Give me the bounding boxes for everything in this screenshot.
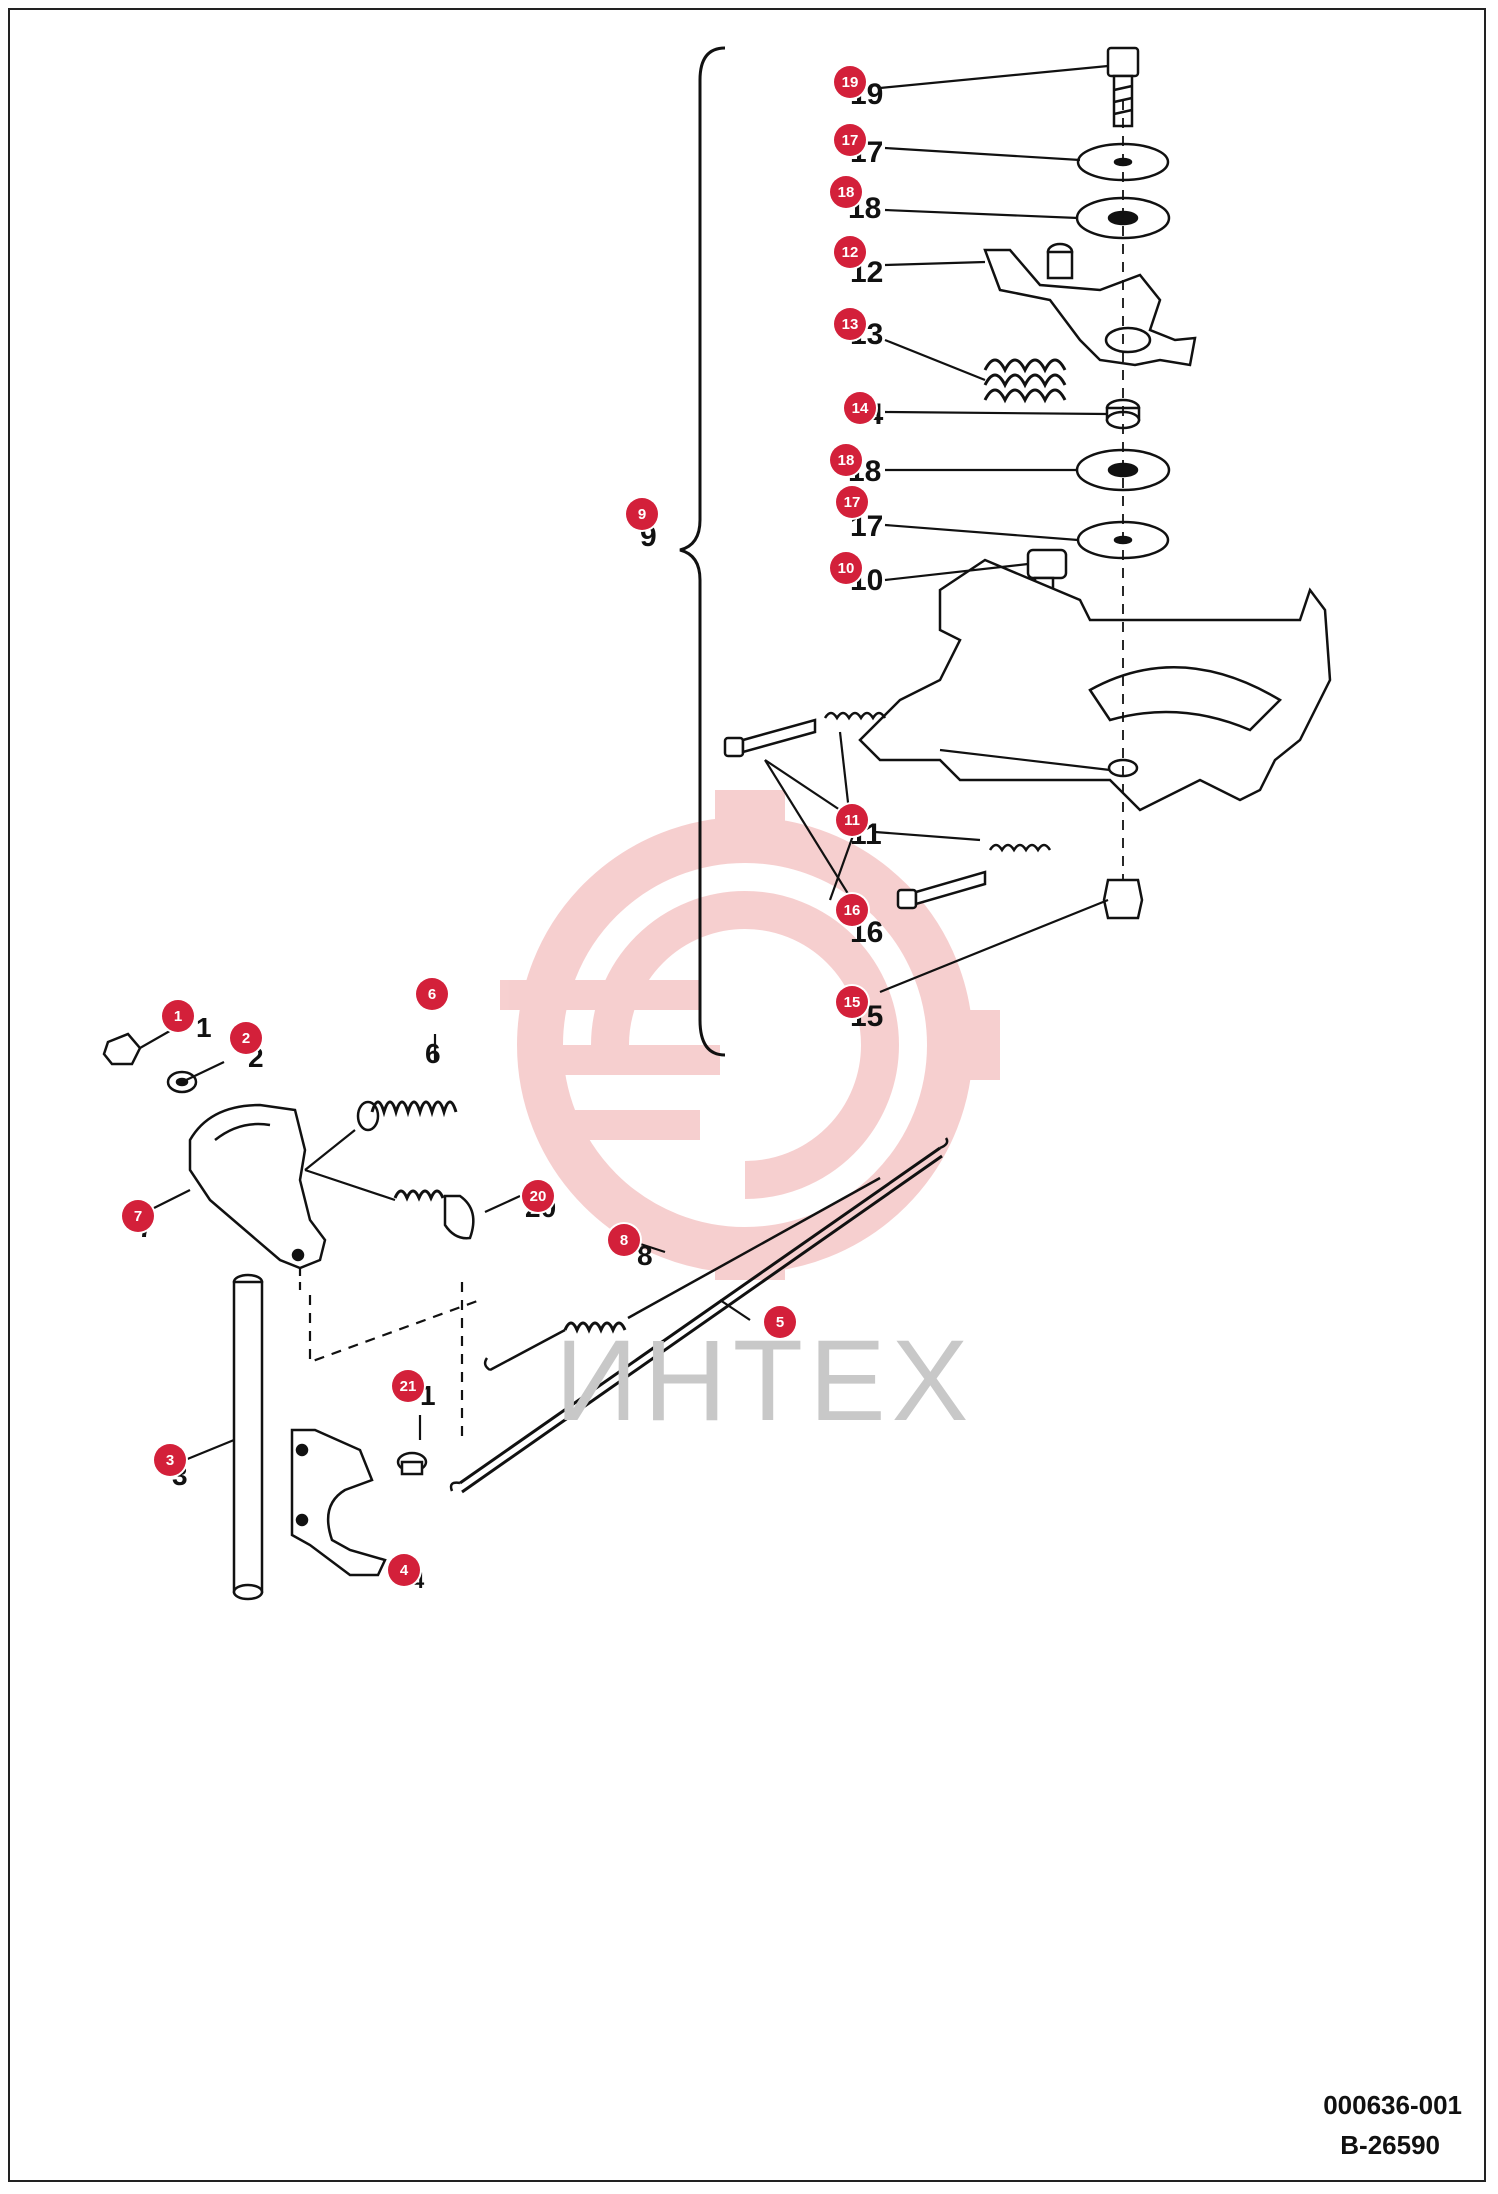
callout-2[interactable]: 2 [230,1022,262,1054]
drawing-frame [8,8,1486,2182]
label-6: 6 [425,1038,441,1069]
callout-3[interactable]: 3 [154,1444,186,1476]
label-8: 8 [637,1240,653,1271]
callout-7[interactable]: 7 [122,1200,154,1232]
callout-18b[interactable]: 18 [830,444,862,476]
leader-lines-lower [139,1027,751,1462]
callout-13[interactable]: 13 [834,308,866,340]
callout-12[interactable]: 12 [834,236,866,268]
callout-6[interactable]: 6 [416,978,448,1010]
callout-9[interactable]: 9 [626,498,658,530]
lower-assembly-parts [102,1032,949,1601]
drawing-code-secondary: B-26590 [1340,2130,1440,2160]
callout-1[interactable]: 1 [162,1000,194,1032]
callout-21[interactable]: 21 [392,1370,424,1402]
callout-14[interactable]: 14 [844,392,876,424]
callout-16[interactable]: 16 [836,894,868,926]
upper-assembly-parts [723,46,1332,920]
watermark-gear-logo [500,790,1000,1280]
callout-8[interactable]: 8 [608,1224,640,1256]
leader-lines-upper [764,64,1124,994]
callout-5[interactable]: 5 [764,1306,796,1338]
callout-20[interactable]: 20 [522,1180,554,1212]
callout-19[interactable]: 19 [834,66,866,98]
callout-11[interactable]: 11 [836,804,868,836]
callout-10[interactable]: 10 [830,552,862,584]
callout-17a[interactable]: 17 [834,124,866,156]
drawing-code-primary: 000636-001 [1323,2090,1462,2120]
callout-15[interactable]: 15 [836,986,868,1018]
assembly-bracket [679,46,726,1057]
label-1: 1 [196,1012,212,1043]
callout-17b[interactable]: 17 [836,486,868,518]
watermark-text: ИНТЕХ [555,1317,975,1445]
callout-4[interactable]: 4 [388,1554,420,1586]
callout-18a[interactable]: 18 [830,176,862,208]
